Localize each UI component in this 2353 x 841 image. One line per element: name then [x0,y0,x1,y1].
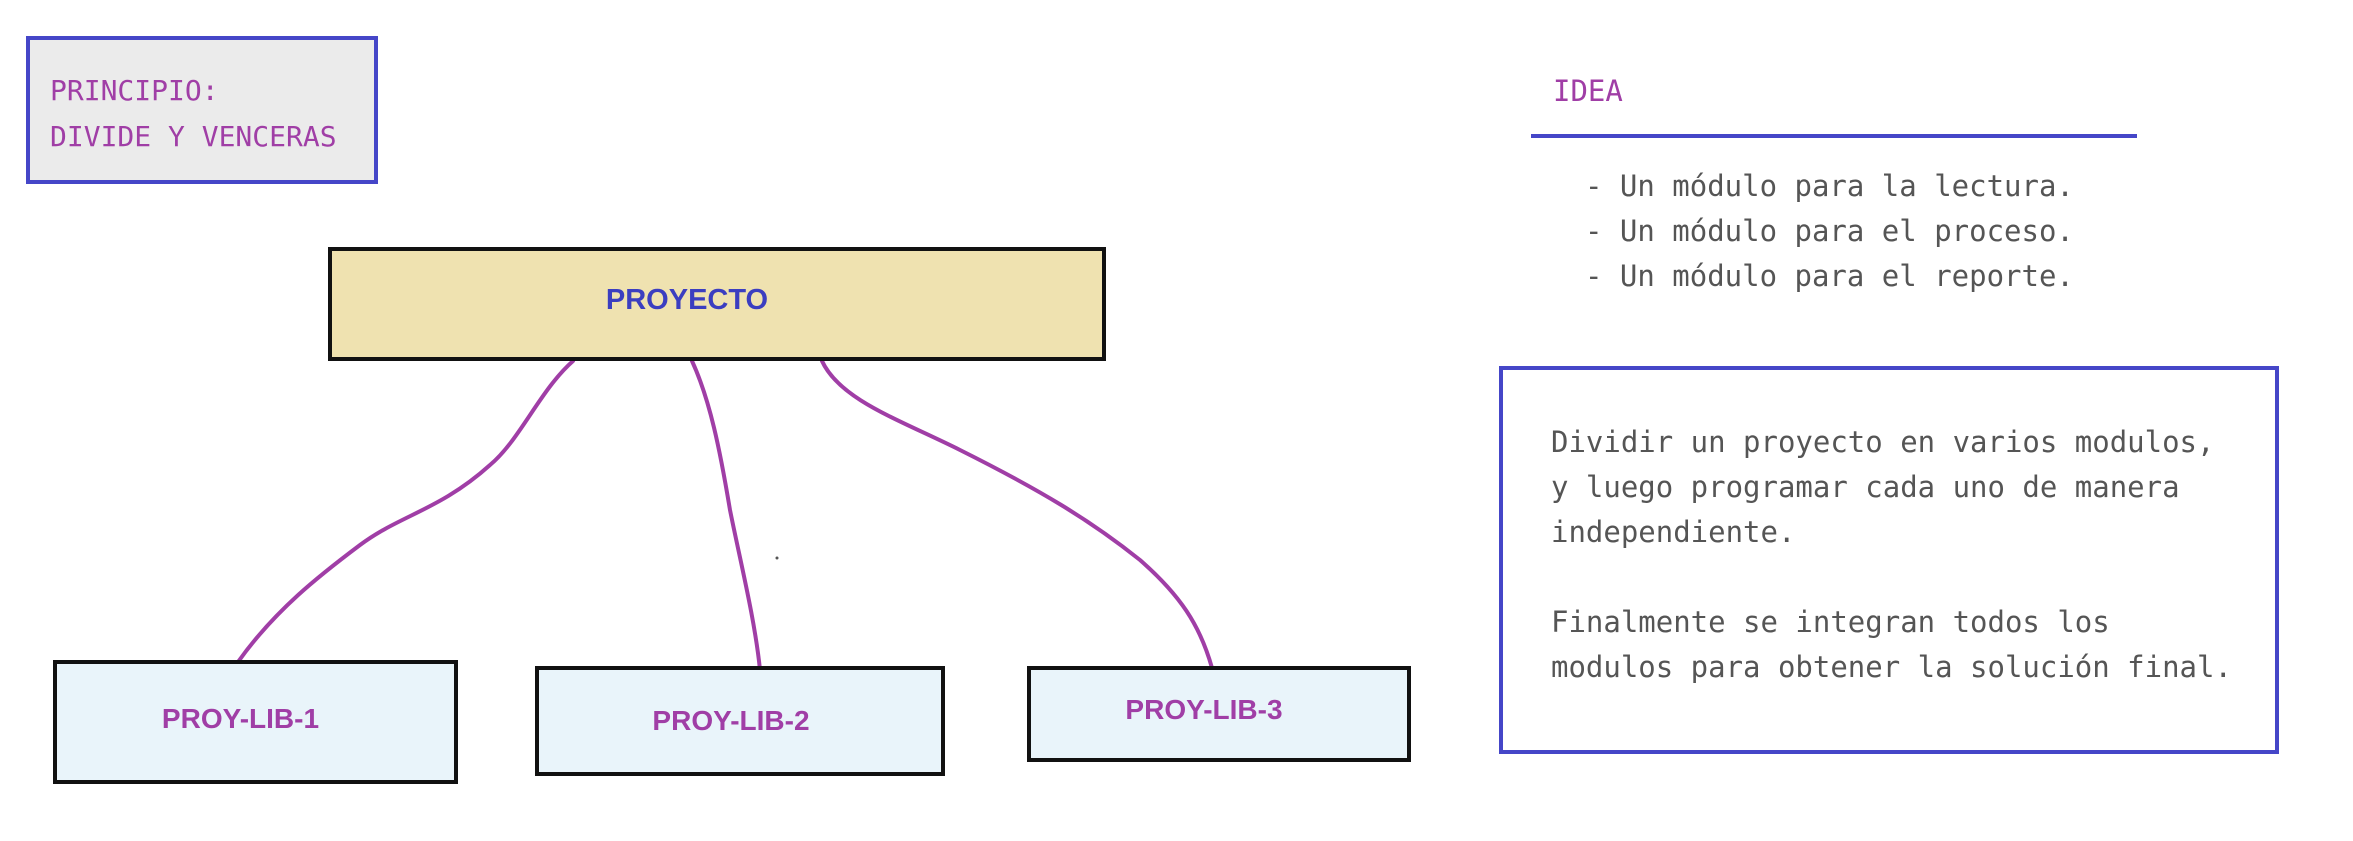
description-box: Dividir un proyecto en varios modulos, y… [1499,366,2279,754]
idea-list-item: - Un módulo para la lectura. [1585,169,2074,203]
principle-heading: PRINCIPIO: [50,74,219,107]
stray-dot [775,556,779,560]
child-node-label: PROY-LIB-2 [652,705,810,736]
principle-box: PRINCIPIO: DIVIDE Y VENCERAS [26,36,378,184]
child-node-label: PROY-LIB-1 [161,703,320,734]
idea-title: IDEA [1553,74,1623,108]
description-line: Dividir un proyecto en varios modulos, [1551,425,2215,459]
idea-list-item: - Un módulo para el proceso. [1585,214,2074,248]
description-line: y luego programar cada uno de manera [1551,470,2180,504]
child-node-label: PROY-LIB-3 [1125,694,1283,725]
description-paragraph-2: Finalmente se integran todos los modulos… [1551,600,2275,690]
child-node-lib-2: PROY-LIB-2 [535,666,945,776]
connector-root-to-lib-3 [820,359,1214,670]
root-node-proyecto: PROYECTO [328,247,1106,361]
idea-list: - Un módulo para la lectura. - Un módulo… [1585,164,2074,299]
principle-text: DIVIDE Y VENCERAS [50,120,337,153]
description-line: Finalmente se integran todos los [1551,605,2110,639]
description-paragraph-1: Dividir un proyecto en varios modulos, y… [1551,420,2275,555]
description-line: modulos para obtener la solución final. [1551,650,2232,684]
idea-underline-divider [1531,134,2137,138]
child-node-lib-3: PROY-LIB-3 [1027,666,1411,762]
idea-list-item: - Un módulo para el reporte. [1585,259,2074,293]
child-node-lib-1: PROY-LIB-1 [53,660,458,784]
connector-root-to-lib-1 [236,359,575,664]
connector-root-to-lib-2 [690,359,762,672]
description-line: independiente. [1551,515,1796,549]
root-node-label: PROYECTO [605,283,769,316]
